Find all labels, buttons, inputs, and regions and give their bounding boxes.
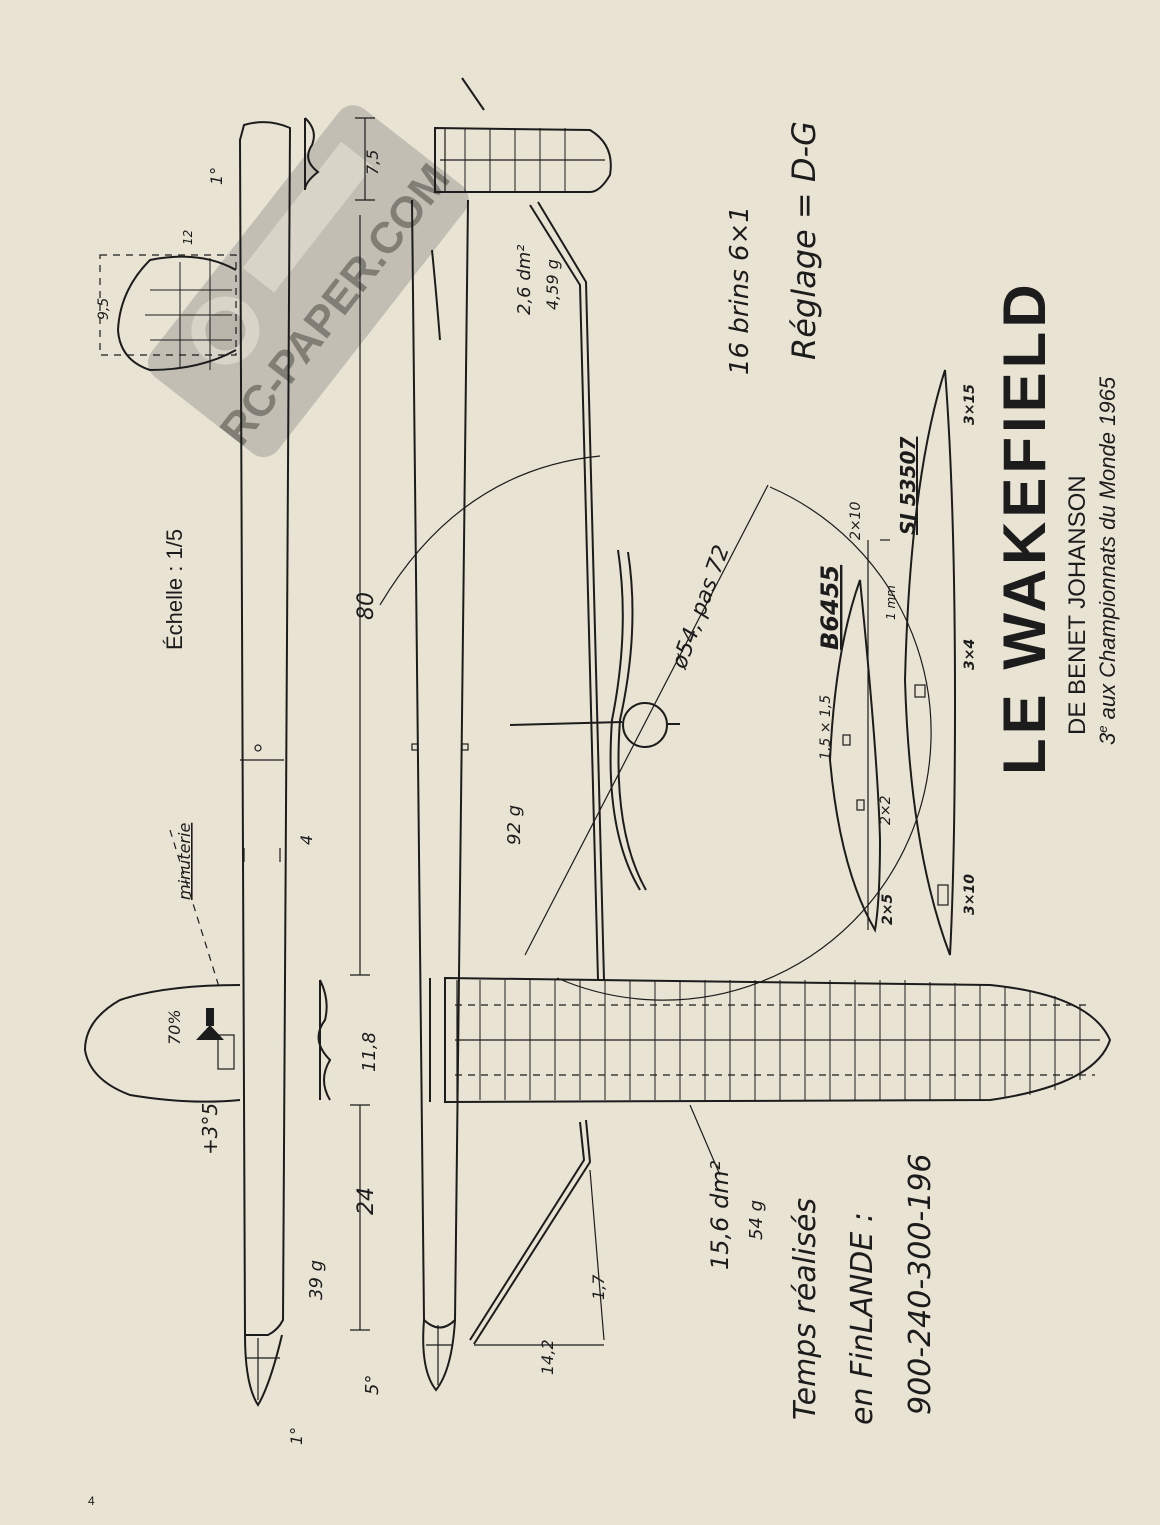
weight-fuselage: 39 g bbox=[306, 1260, 327, 1300]
plan-subtitle: 3e aux Championnats du Monde 1965 bbox=[1095, 376, 1120, 745]
stabiliser-top-view bbox=[304, 117, 612, 193]
motor-label: 16 brins 6×1 bbox=[725, 206, 755, 375]
plan-author: DE BENET JOHANSON bbox=[1064, 475, 1091, 735]
wing-area: 15,6 dm² bbox=[706, 1160, 734, 1270]
stab-weight: 4,59 g bbox=[543, 259, 562, 310]
stab-airfoil-profile bbox=[828, 579, 882, 933]
spar-label-1: 1,5 × 1,5 bbox=[818, 695, 834, 760]
spar-label-8: 3×15 bbox=[962, 384, 978, 425]
propeller-label: ø54, pas 72 bbox=[667, 542, 735, 673]
timer-label: minuterie bbox=[175, 823, 194, 900]
dim-fin-height: 9,5 bbox=[96, 298, 112, 320]
stab-dihedral-view bbox=[529, 201, 605, 981]
propeller-view bbox=[379, 455, 932, 1001]
dim-dihedral-2: 14,2 bbox=[538, 1339, 557, 1375]
spar-label-3: 2×5 bbox=[880, 894, 896, 925]
wing-weight: 54 g bbox=[746, 1200, 767, 1240]
dim-angle-5: 5° bbox=[362, 1375, 383, 1395]
dim-dihedral-1: 1,7 bbox=[589, 1274, 608, 1300]
wing-ribs bbox=[479, 980, 1081, 1100]
dim-incidence: +3°5 bbox=[198, 1103, 222, 1155]
times-line-1: Temps réalisés bbox=[788, 1198, 823, 1420]
spar-label-7: 3×10 bbox=[962, 874, 978, 915]
stab-profile-label: B6455 bbox=[816, 565, 844, 650]
dim-wing-chord: 11,8 bbox=[359, 1032, 380, 1072]
dim-fuselage-depth: 4 bbox=[297, 835, 316, 845]
dim-front: 24 bbox=[354, 1187, 379, 1215]
stab-area: 2,6 dm² bbox=[514, 244, 535, 315]
dim-angle-1-top: 1° bbox=[207, 167, 226, 185]
dimension-lines bbox=[350, 117, 375, 1331]
wing-top-view bbox=[317, 976, 1112, 1176]
dim-stab-chord: 7,5 bbox=[363, 150, 382, 175]
spar-label-6: 3×4 bbox=[962, 639, 978, 670]
spar-label-5: 2×10 bbox=[848, 501, 864, 540]
dim-angle-1-bottom: 1° bbox=[287, 1427, 306, 1445]
spar-label-2: 2×2 bbox=[878, 795, 894, 825]
wing-profile-label: SI 53507 bbox=[896, 437, 920, 535]
times-line-3: 900-240-300-196 bbox=[903, 1153, 938, 1415]
times-line-2: en FinLANDE : bbox=[845, 1212, 880, 1425]
spar-label-4: 1 mm bbox=[884, 585, 898, 620]
plan-title: LE WAKEFIELD bbox=[991, 280, 1058, 775]
weight-mid: 92 g bbox=[504, 805, 525, 845]
scale-label: Échelle : 1/5 bbox=[162, 529, 187, 650]
fuselage-top-view bbox=[411, 77, 485, 1392]
adjustment-label: Réglage = D-G bbox=[785, 121, 823, 360]
page-number: 4 bbox=[88, 1494, 95, 1508]
dim-length: 80 bbox=[354, 592, 379, 620]
dim-fin-offset: 12 bbox=[181, 230, 195, 245]
dim-percent: 70% bbox=[165, 1009, 184, 1045]
fuselage-side-view bbox=[83, 121, 292, 1407]
wing-airfoil-profile bbox=[867, 369, 957, 956]
wing-dihedral-view bbox=[469, 1119, 605, 1346]
